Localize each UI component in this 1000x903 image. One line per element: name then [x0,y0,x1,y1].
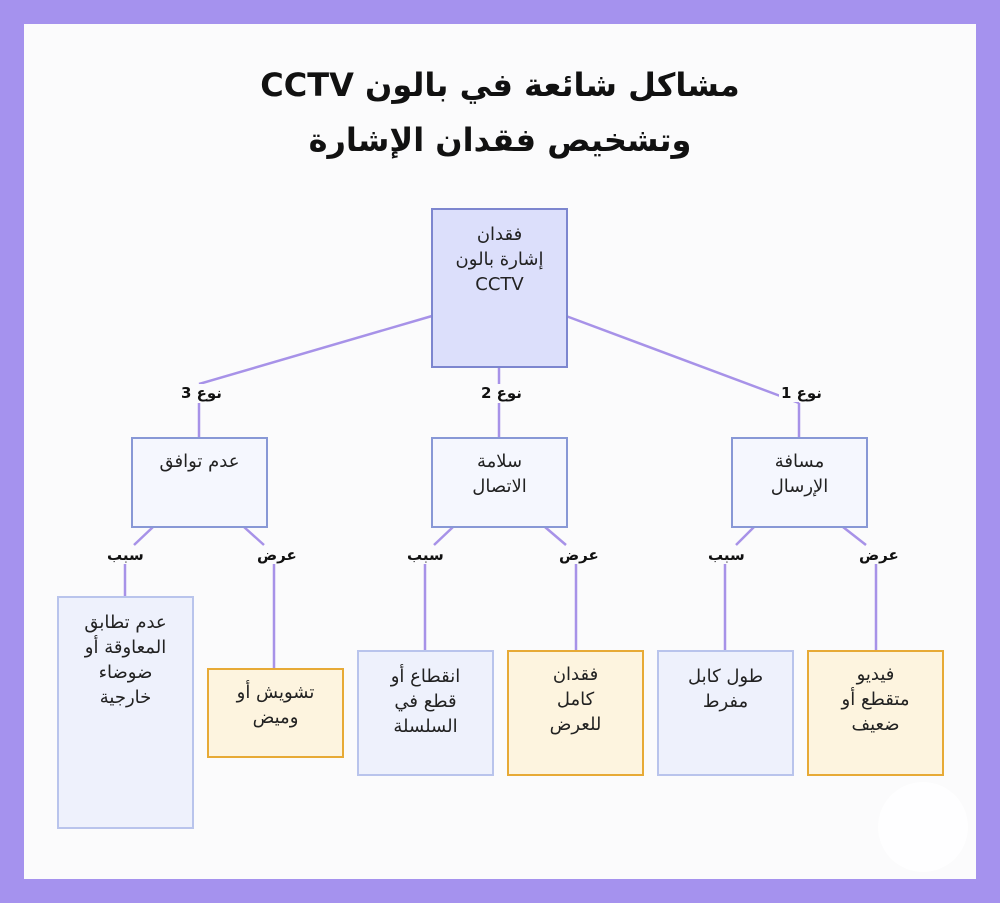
edge-label-cause: سبب [105,546,146,564]
edge-label-symptom: عرض [255,546,299,564]
edge-type2-symptom [544,526,567,546]
type-node-transmission-distance: مسافة الإرسال [731,437,868,528]
diagram-title-line-2: وتشخيص فقدان الإشارة [308,121,692,159]
cause-node-cable-length: طول كابل مفرط [657,650,794,776]
edge-type3-cause [133,526,154,546]
edge-type1-cause [735,526,755,546]
decorative-circle [878,782,968,872]
root-node: فقدان إشارة بالون CCTV [431,208,568,368]
edge-type1-symptom [842,526,867,546]
edge-root-type3 [198,314,433,386]
diagram-title-line-1: مشاكل شائعة في بالون CCTV [260,66,740,104]
symptom-node-weak-video: فيديو متقطع أو ضعيف [807,650,944,776]
cause-node-label: طول كابل مفرط [687,666,764,712]
symptom-node-label: فقدان كامل للعرض [549,664,602,735]
cause-node-label: عدم تطابق المعاوقة أو ضوضاء خارجية [84,612,167,708]
symptom-node-interference: تشويش أو وميض [207,668,344,758]
edge-label-type-2: نوع 2 [479,384,524,402]
edge-label-type-1: نوع 1 [779,384,824,402]
edge-label-symptom: عرض [857,546,901,564]
edge-label-type-3: نوع 3 [179,384,224,402]
cause-node-impedance-mismatch: عدم تطابق المعاوقة أو ضوضاء خارجية [57,596,194,829]
symptom-node-label: فيديو متقطع أو ضعيف [841,664,910,735]
edge-label-cause: سبب [405,546,446,564]
edge-label-cause: سبب [706,546,747,564]
cause-node-label: انقطاع أو قطع في السلسلة [390,666,461,737]
root-node-label: فقدان إشارة بالون CCTV [455,224,544,295]
cause-node-chain-break: انقطاع أو قطع في السلسلة [357,650,494,776]
symptom-node-label: تشويش أو وميض [236,682,315,728]
edge-type2-cause [433,526,454,546]
symptom-node-display-loss: فقدان كامل للعرض [507,650,644,776]
edge-root-type1 [565,314,800,405]
type-node-incompatibility: عدم توافق [131,437,268,528]
type-node-label: عدم توافق [159,451,240,472]
edge-type3-symptom [243,526,265,546]
edge-label-symptom: عرض [557,546,601,564]
type-node-label: سلامة الاتصال [472,451,527,497]
type-node-label: مسافة الإرسال [770,451,829,497]
type-node-connection-integrity: سلامة الاتصال [431,437,568,528]
